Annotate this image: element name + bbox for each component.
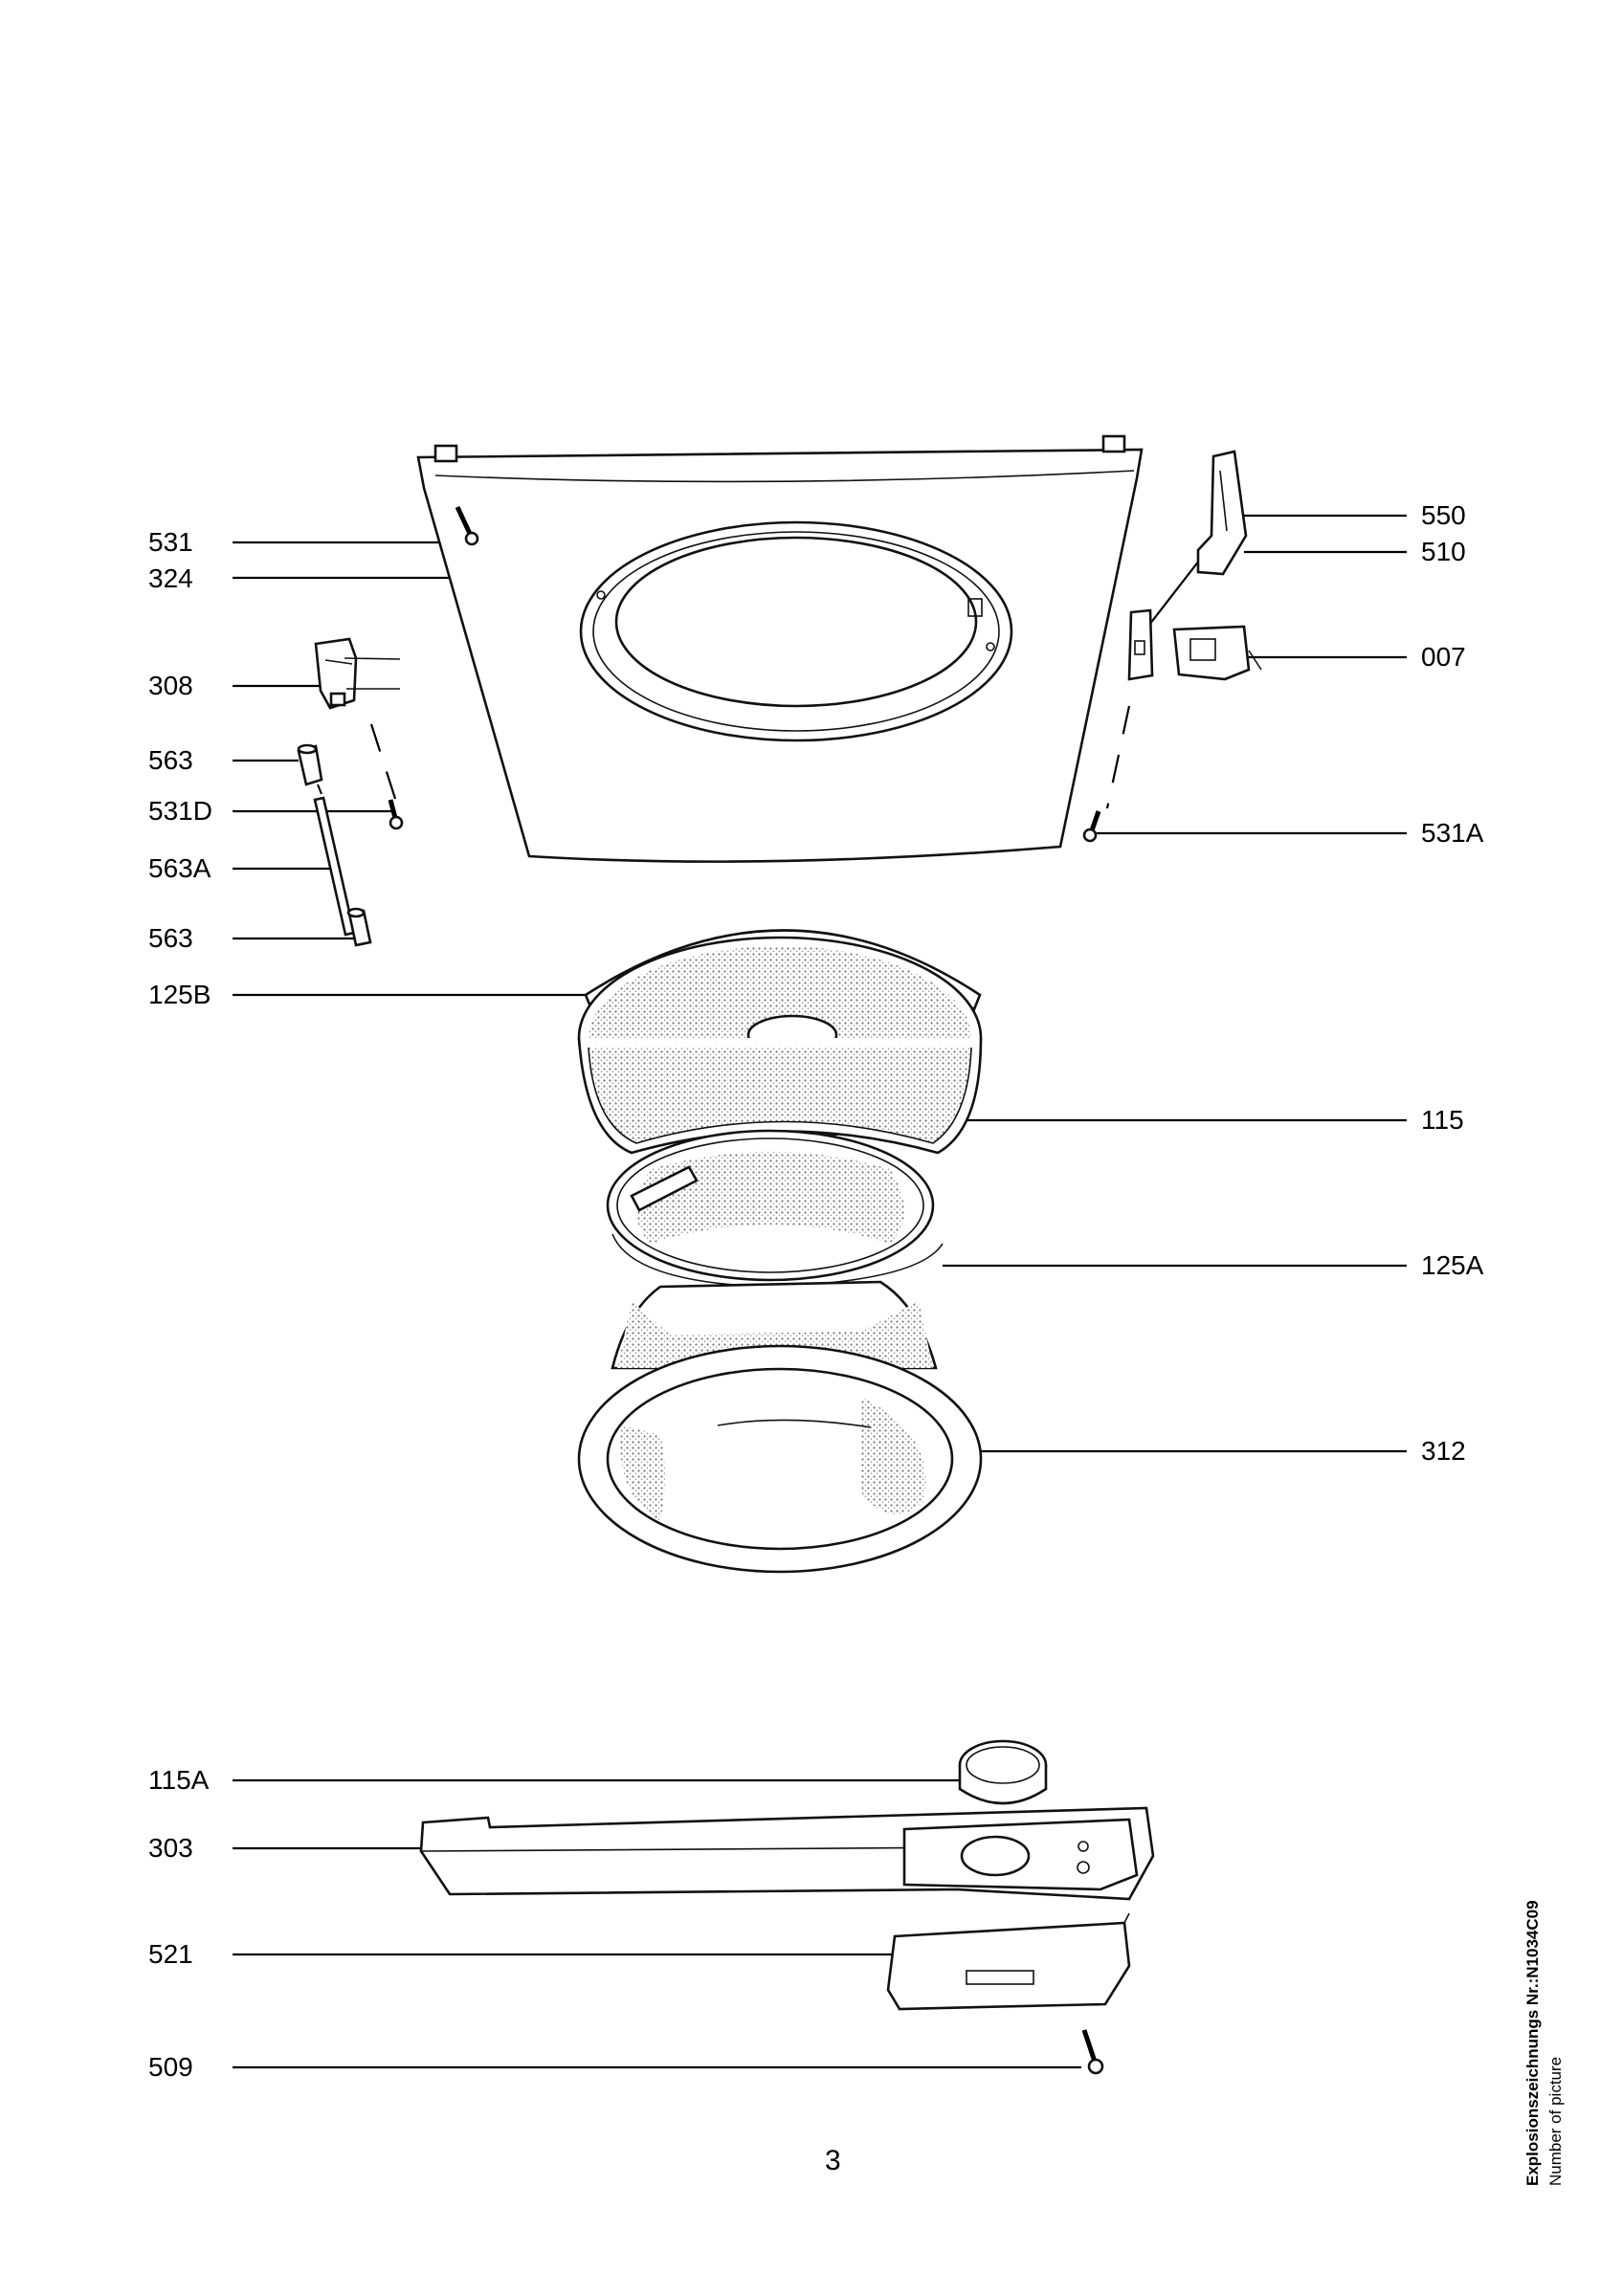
sleeve-part-upper: [297, 743, 323, 786]
handle-part: [1196, 450, 1248, 576]
leader-lines: [233, 514, 1407, 2069]
door-gasket-part: [577, 936, 983, 1155]
door-lock-part: [1172, 625, 1262, 681]
door-hook-part: [1127, 608, 1154, 681]
callout-324: 324: [148, 563, 193, 593]
screw-part-hinge: [388, 799, 404, 830]
front-panel-part: [416, 434, 1144, 863]
cap-ring-part: [958, 1739, 1048, 1805]
service-flap-part: [886, 1912, 1131, 2011]
screw-part-flap: [1081, 2029, 1104, 2075]
callout-115: 115: [1421, 1105, 1464, 1135]
callout-531D: 531D: [148, 796, 212, 826]
callout-531A: 531A: [1421, 818, 1484, 848]
door-bowl-part: [577, 1280, 983, 1574]
callout-125A: 125A: [1421, 1250, 1484, 1280]
callout-007: 007: [1421, 642, 1466, 672]
callout-563-upper: 563: [148, 745, 193, 775]
screw-part: [455, 505, 479, 546]
callout-531: 531: [148, 527, 193, 557]
inner-clamp-ring-part: [606, 1129, 944, 1288]
callout-563-lower: 563: [148, 923, 193, 953]
callout-308: 308: [148, 671, 193, 700]
plinth-part: [419, 1806, 1155, 1901]
callout-510: 510: [1421, 537, 1466, 566]
page-number: 3: [825, 2145, 841, 2176]
drawing-label: Explosionszeichnungs Nr.:N1034C09: [1523, 1900, 1542, 2186]
callout-312: 312: [1421, 1436, 1466, 1466]
picture-label: Number of picture: [1546, 2056, 1565, 2186]
sleeve-part-lower: [346, 907, 372, 947]
callout-303: 303: [148, 1833, 193, 1863]
callout-521: 521: [148, 1939, 193, 1969]
drawing-number-note: Explosionszeichnungs Nr.:N1034C09 Number…: [1522, 1775, 1567, 2186]
callout-labels-left: 531 324 308 563 531D 563A 563 125B 115A …: [148, 527, 212, 2082]
callout-550: 550: [1421, 500, 1466, 530]
screw-part-lock: [1082, 810, 1101, 843]
callout-509: 509: [148, 2052, 193, 2082]
hinge-part: [314, 637, 401, 710]
callout-563A: 563A: [148, 853, 211, 883]
callout-labels-right: 550 510 007 531A 115 125A 312: [1421, 500, 1484, 1466]
callout-125B: 125B: [148, 980, 211, 1009]
callout-115A: 115A: [148, 1765, 210, 1795]
